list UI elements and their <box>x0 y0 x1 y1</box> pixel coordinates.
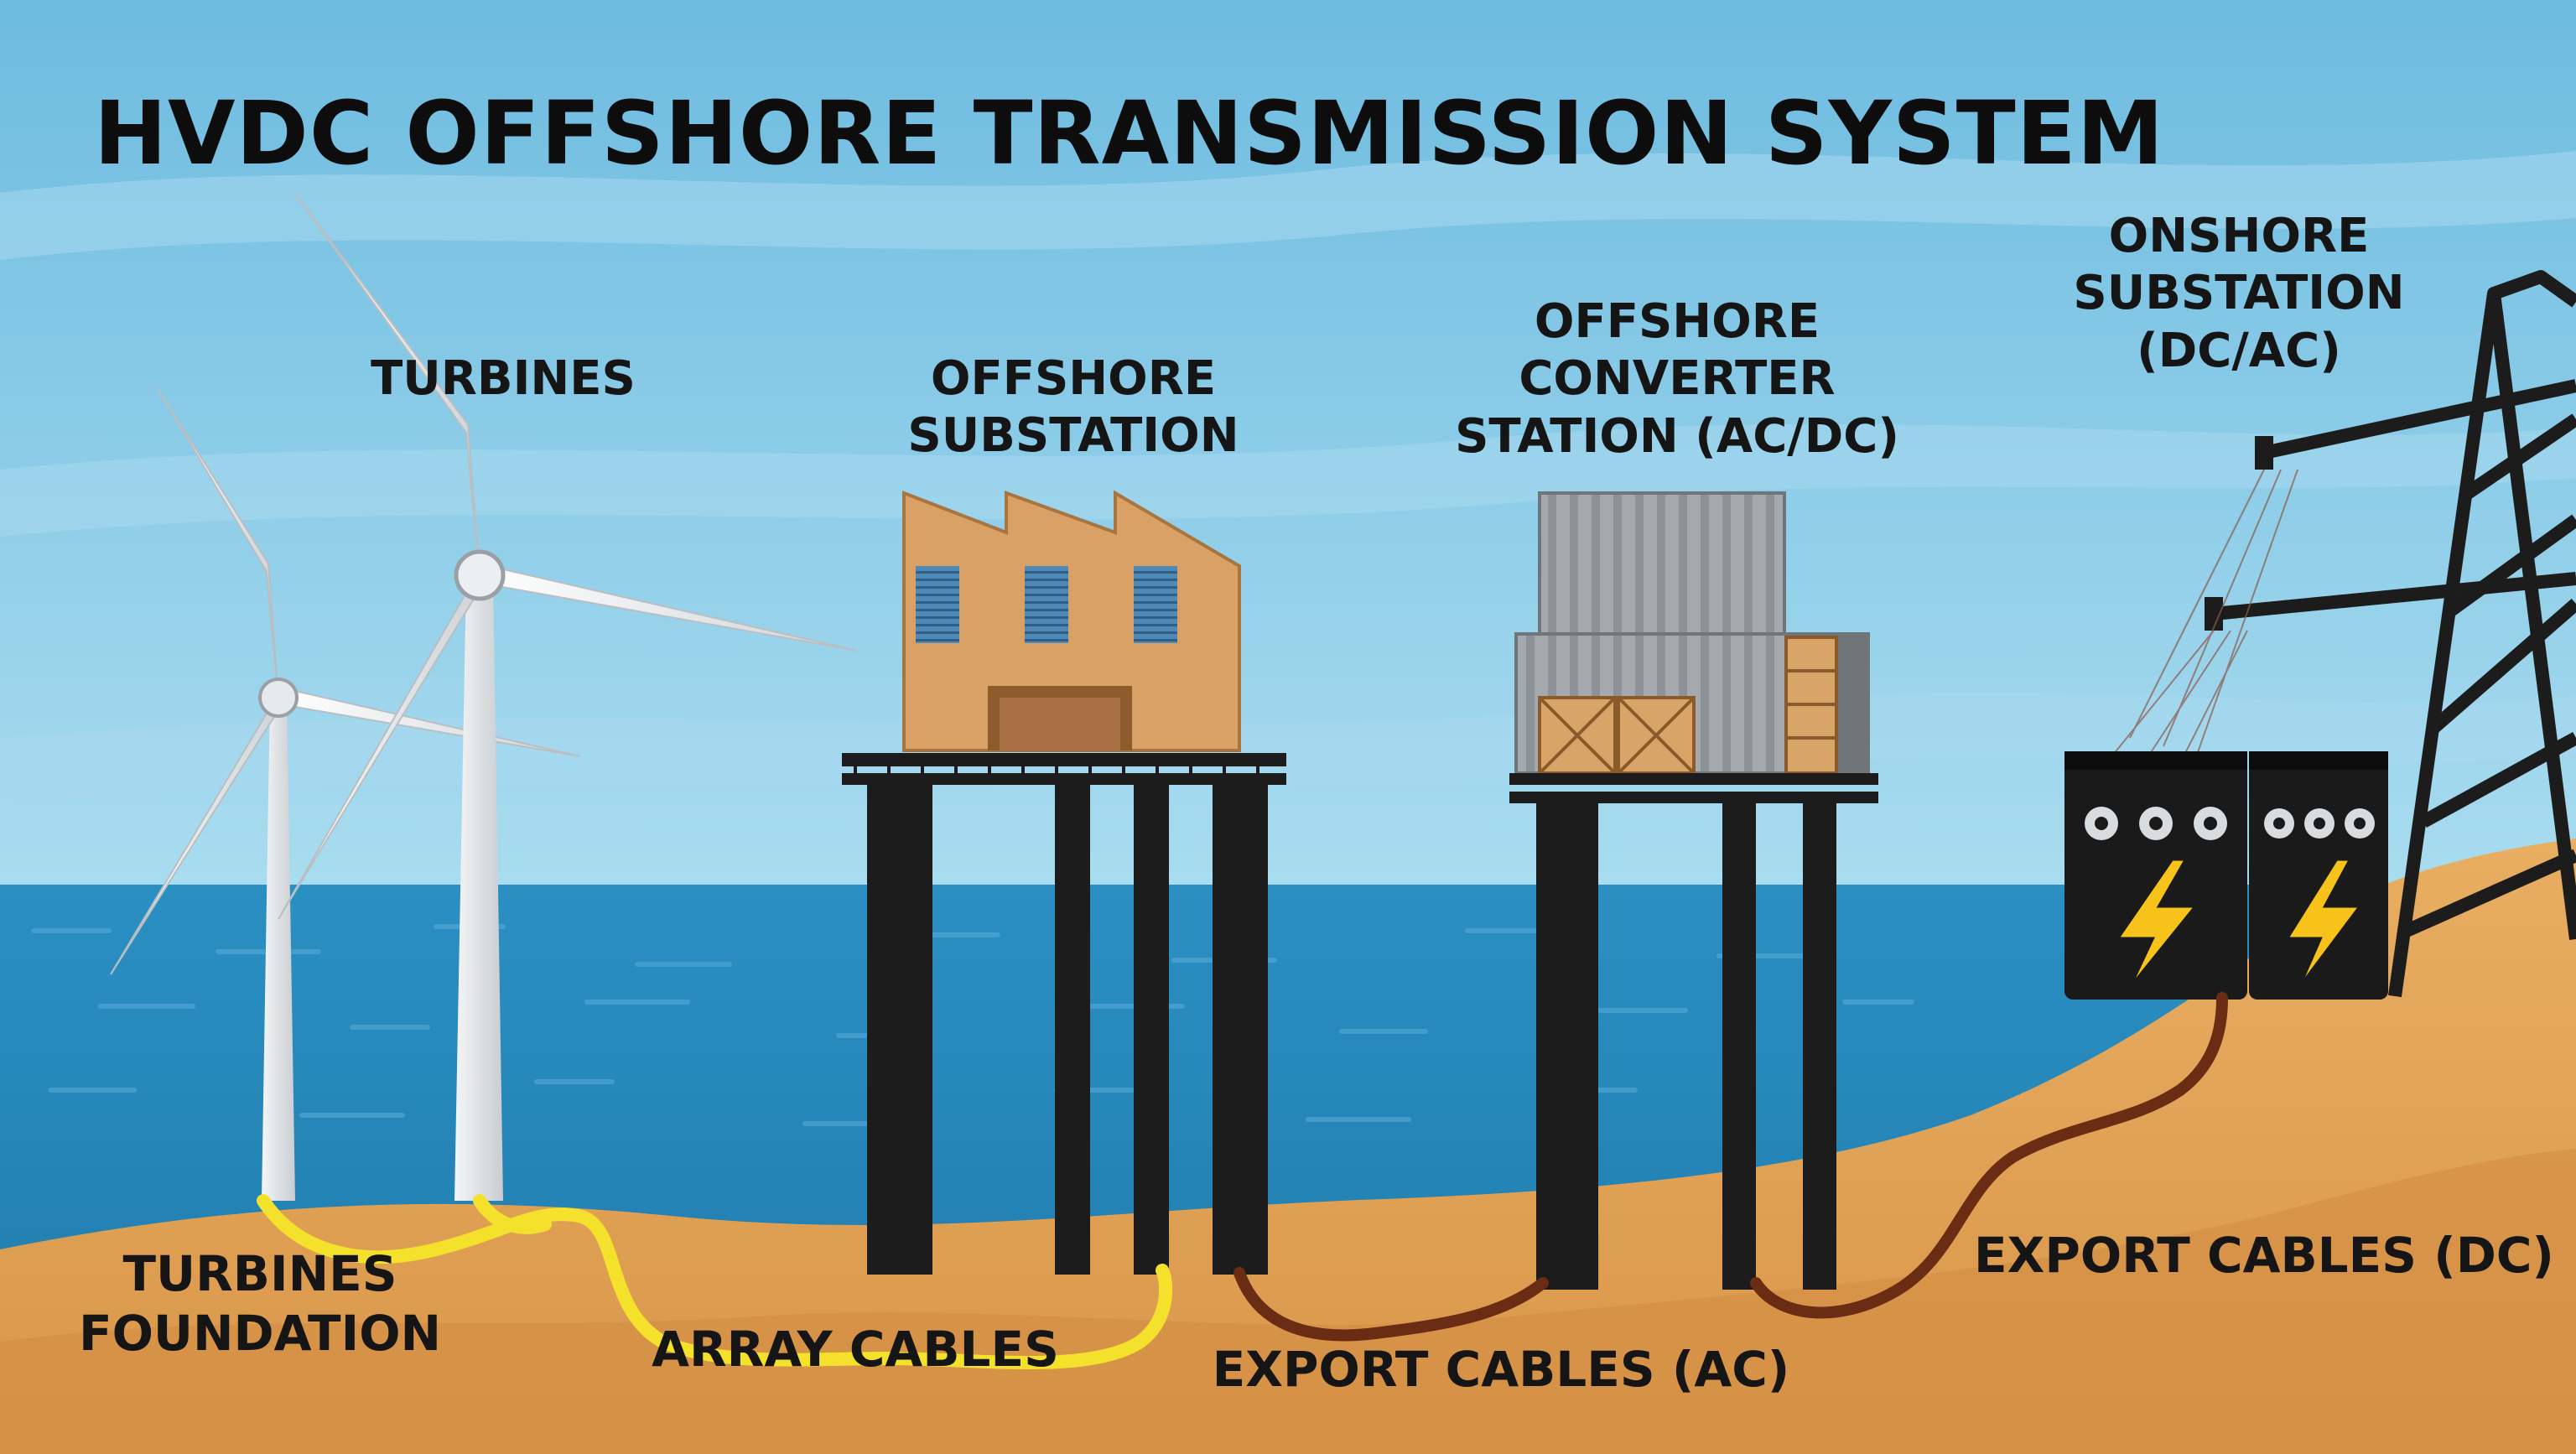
label-offshore-substation: OFFSHORE SUBSTATION <box>907 351 1239 464</box>
export-cable-ac <box>1233 1267 1549 1342</box>
label-turbines-foundation: TURBINES FOUNDATION <box>78 1245 442 1362</box>
seabed-shade <box>0 1149 2576 1454</box>
label-export-cables-ac: EXPORT CABLES (AC) <box>1212 1341 1790 1398</box>
factory-building-icon <box>842 490 1286 1275</box>
transmission-tower-icon <box>2112 270 2576 998</box>
shipping-container-icon <box>1509 491 1878 1290</box>
wind-turbine-icon <box>110 193 858 1201</box>
array-cable <box>257 1194 1173 1369</box>
page-title: HVDC OFFSHORE TRANSMISSION SYSTEM <box>94 82 2165 184</box>
label-array-cables: ARRAY CABLES <box>652 1321 1059 1378</box>
export-cable-dc <box>1750 992 2228 1319</box>
label-turbines: TURBINES <box>371 351 636 406</box>
label-onshore-substation: ONSHORE SUBSTATION (DC/AC) <box>2073 209 2405 378</box>
clouds <box>0 151 2576 805</box>
label-export-cables-dc: EXPORT CABLES (DC) <box>1974 1227 2554 1284</box>
array-cable-2 <box>473 1194 552 1234</box>
label-offshore-converter-station: OFFSHORE CONVERTER STATION (AC/DC) <box>1455 294 1899 464</box>
lightning-bolt-icon <box>2064 751 2388 1000</box>
